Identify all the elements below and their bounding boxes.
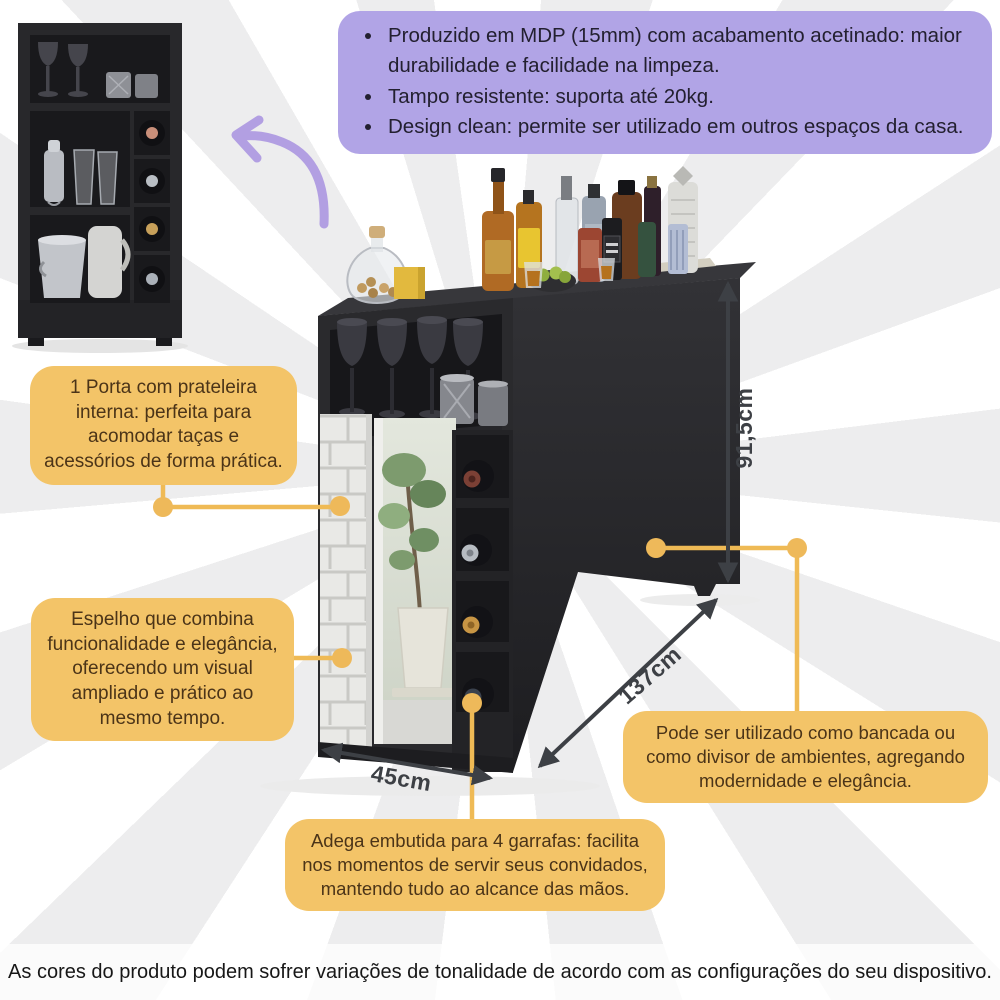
callout-wine-rack-text: Adega embutida para 4 garrafas: facilita… — [302, 830, 648, 900]
main-product-image — [318, 166, 756, 773]
mini-shaker — [44, 140, 64, 206]
length-arrow — [537, 597, 719, 769]
rack-bottle-1 — [462, 460, 494, 492]
crystal-tumblers — [440, 374, 508, 426]
height-dimension-label: 91,5cm — [731, 387, 757, 468]
callout-mirror-text: Espelho que combina funcionalidade e ele… — [47, 609, 278, 729]
mini-ice-bucket — [38, 235, 86, 298]
rack-bottle-2 — [460, 534, 492, 566]
callout-door-shelf-text: 1 Porta com prateleira interna: perfeita… — [44, 377, 283, 473]
mirror — [374, 418, 456, 744]
callout-usage-text: Pode ser utilizado como bancada ou como … — [646, 722, 965, 792]
feature-item: Tampo resistente: suporta até 20kg. — [384, 82, 972, 112]
features-list: Produzido em MDP (15mm) com acabamento a… — [362, 21, 972, 142]
callout-door-shelf: 1 Porta com prateleira interna: perfeita… — [30, 366, 297, 485]
shot-glass-2 — [598, 258, 615, 281]
red-label-bottle — [578, 228, 602, 282]
green-bottle — [638, 222, 656, 277]
mirror-planter — [392, 607, 454, 697]
mini-bottle-tips — [139, 120, 165, 292]
brick-pillar — [320, 414, 372, 750]
color-disclaimer-text: As cores do produto podem sofrer variaçõ… — [8, 960, 992, 983]
amber-bottle — [482, 168, 514, 291]
mini-cabinet-image — [18, 23, 182, 346]
features-box: Produzido em MDP (15mm) com acabamento a… — [338, 11, 992, 155]
rack-bottle-3 — [461, 606, 493, 638]
depth-arrow — [320, 742, 494, 786]
length-dimension-label: 137cm — [613, 641, 686, 709]
mini-pitcher — [88, 226, 131, 298]
feature-item: Produzido em MDP (15mm) com acabamento a… — [384, 21, 972, 82]
purple-arrow-icon — [231, 115, 329, 229]
patterned-glass — [668, 224, 688, 274]
mini-tall-glasses — [73, 149, 118, 205]
wine-rack — [452, 430, 513, 772]
mini-wine-glasses — [38, 42, 88, 97]
dimension-annotations — [320, 280, 739, 786]
mini-tumblers — [106, 72, 158, 98]
shot-glass-1 — [524, 262, 543, 288]
callout-mirror: Espelho que combina funcionalidade e ele… — [31, 598, 294, 742]
callout-usage: Pode ser utilizado como bancada ou como … — [623, 711, 988, 804]
callout-wine-rack: Adega embutida para 4 garrafas: facilita… — [285, 819, 665, 912]
mini-cabinet-plinth — [18, 300, 182, 338]
color-disclaimer: As cores do produto podem sofrer variaçõ… — [0, 944, 1000, 1000]
feature-item: Design clean: permite ser utilizado em o… — [384, 112, 972, 142]
cork-decanter — [346, 226, 408, 304]
counter-side-panel — [513, 278, 740, 772]
top-bottles — [346, 166, 716, 304]
